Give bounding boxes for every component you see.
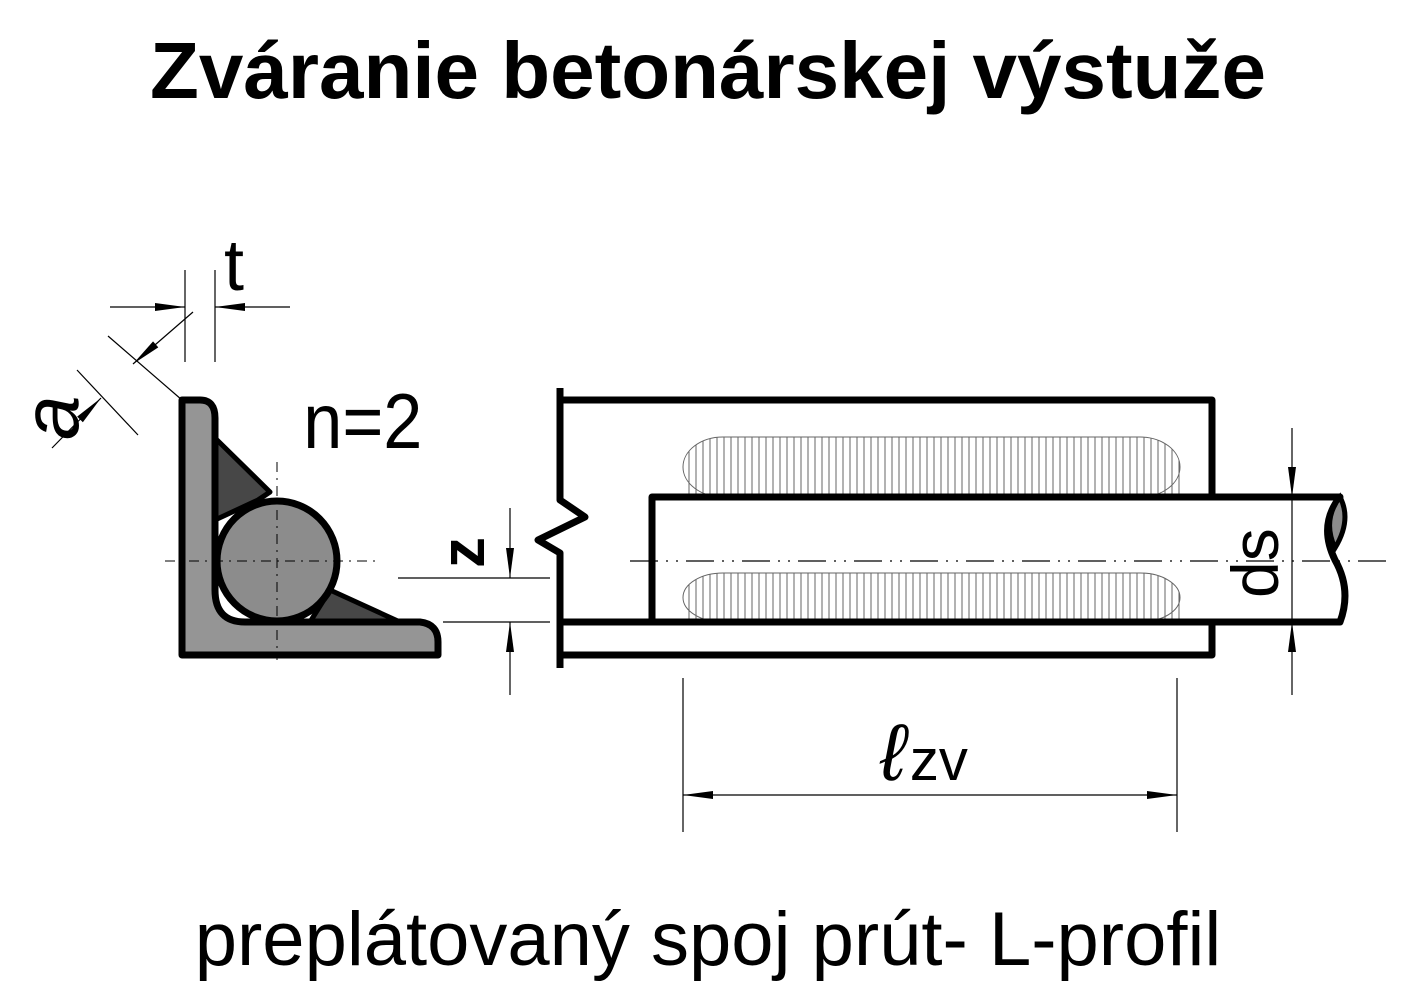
l-profile-side <box>534 388 1216 668</box>
rebar-cut-end <box>1327 492 1348 554</box>
l-profile-section <box>165 396 442 660</box>
label-z: z <box>429 537 498 568</box>
lap-joint-side-view <box>534 388 1392 668</box>
label-n: n=2 <box>303 378 422 465</box>
dim-t: t <box>110 226 290 362</box>
dim-ds: ds <box>1218 428 1296 695</box>
subtitle: preplátovaný spoj prút- L-profil <box>195 897 1222 982</box>
dim-a: a <box>6 311 194 449</box>
label-lzv: ℓzv <box>879 708 968 797</box>
label-a: a <box>6 396 95 441</box>
dim-z: z <box>398 508 550 695</box>
label-ds: ds <box>1218 528 1292 598</box>
dim-lzv: ℓzv <box>682 678 1178 832</box>
label-t: t <box>224 226 244 306</box>
l-profile <box>178 396 442 659</box>
title: Zváranie betonárskej výstuže <box>150 26 1266 115</box>
